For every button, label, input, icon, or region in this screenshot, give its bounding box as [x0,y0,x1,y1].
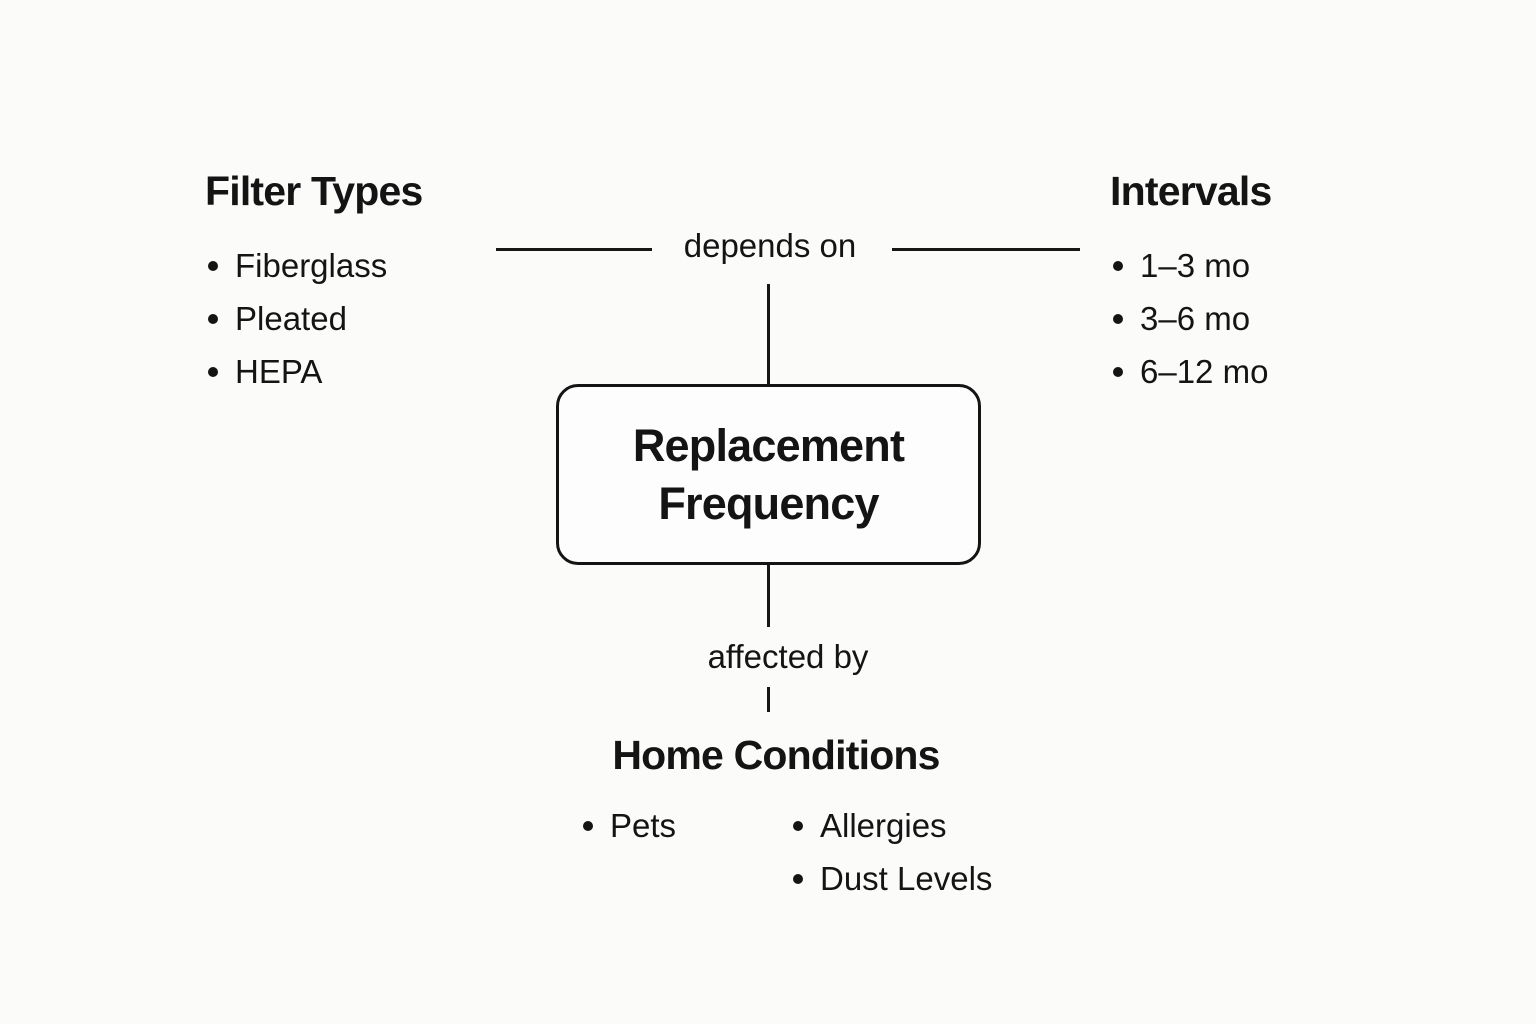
bullet-icon [208,313,218,324]
intervals-title: Intervals [1110,168,1272,214]
list-item: Pets [580,799,676,852]
home-conditions-title: Home Conditions [612,732,940,778]
edge-line-bottom-vertical [767,565,770,627]
home-conditions-col2: Allergies Dust Levels [790,799,992,905]
home-conditions-list-2: Allergies Dust Levels [790,799,992,905]
list-item: 3–6 mo [1110,292,1271,345]
bullet-icon [1113,366,1123,377]
list-item: 6–12 mo [1110,345,1271,398]
bullet-icon [793,873,803,884]
item-label: 1–3 mo [1140,246,1251,284]
list-item: 1–3 mo [1110,239,1271,292]
edge-line-top-vertical [767,284,770,384]
replacement-frequency-node: Replacement Frequency [556,384,981,565]
depends-on-edge-label: depends on [683,227,857,264]
item-label: 6–12 mo [1140,352,1269,390]
home-conditions-list-1: Pets [580,799,676,852]
list-item: HEPA [205,345,422,398]
bullet-icon [208,366,218,377]
bullet-icon [793,820,803,831]
list-item: Dust Levels [790,852,992,905]
filter-types-list: Fiberglass Pleated HEPA [205,239,422,398]
list-item: Fiberglass [205,239,422,292]
intervals-group: Intervals 1–3 mo 3–6 mo 6–12 mo [1110,166,1272,398]
item-label: HEPA [235,352,323,390]
item-label: 3–6 mo [1140,299,1251,337]
bullet-icon [1113,260,1123,271]
edge-line-right [892,248,1080,251]
bullet-icon [583,820,593,831]
node-label: Replacement Frequency [632,419,905,529]
intervals-list: 1–3 mo 3–6 mo 6–12 mo [1110,239,1271,398]
item-label: Pleated [235,299,347,337]
home-conditions-col1: Pets [580,799,676,852]
edge-line-left [496,248,652,251]
filter-types-group: Filter Types Fiberglass Pleated HEPA [205,166,423,398]
bullet-icon [208,260,218,271]
item-label: Fiberglass [235,246,388,284]
item-label: Allergies [820,806,947,844]
filter-types-title: Filter Types [205,168,423,214]
item-label: Dust Levels [820,859,993,897]
list-item: Pleated [205,292,422,345]
item-label: Pets [610,806,677,844]
bullet-icon [1113,313,1123,324]
edge-tick [767,687,770,712]
list-item: Allergies [790,799,992,852]
affected-by-edge-label: affected by [707,638,869,675]
